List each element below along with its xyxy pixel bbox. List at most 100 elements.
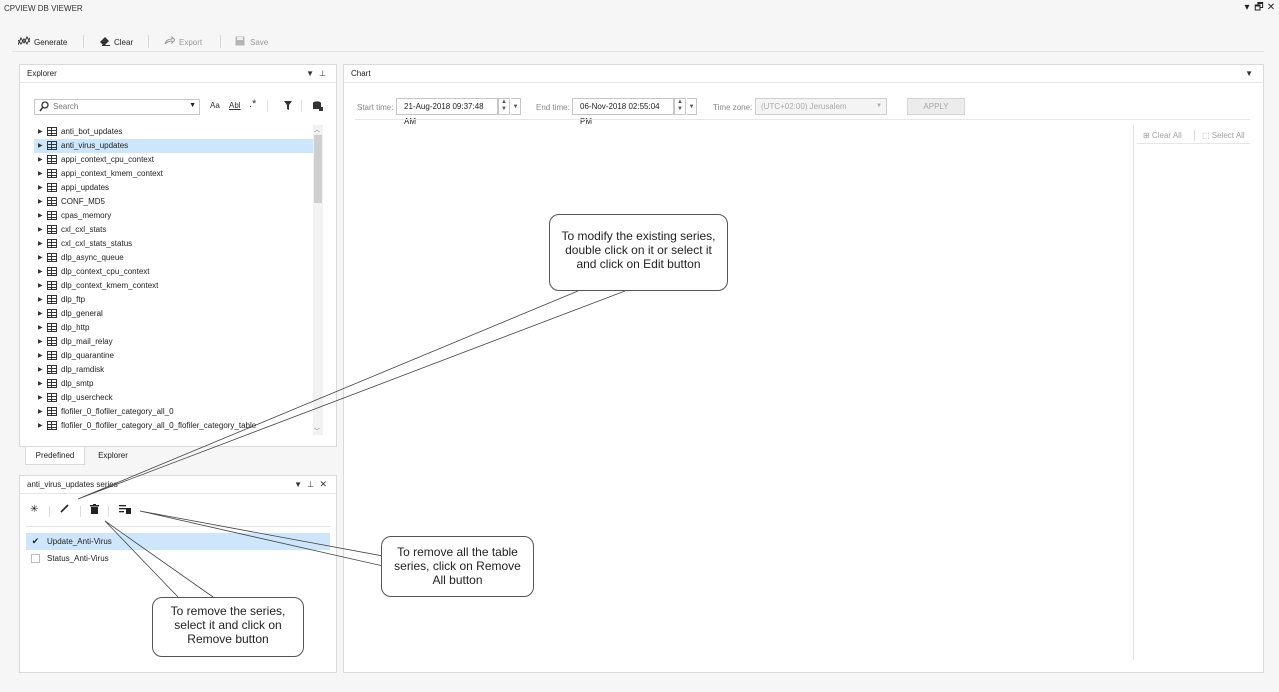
series-item[interactable]: Status_Anti-Virus	[26, 550, 330, 567]
end-time-spinner[interactable]: ▲▼	[674, 98, 686, 115]
close-panel-icon[interactable]: ✕	[319, 479, 327, 489]
expand-arrow-icon[interactable]: ▶	[38, 311, 43, 317]
generate-button[interactable]: Generate	[17, 35, 67, 49]
expand-arrow-icon[interactable]: ▶	[38, 227, 43, 233]
time-zone-select[interactable]: (UTC+02:00) Jerusalem ▼	[755, 98, 887, 115]
tree-item[interactable]: ▶ dlp_general	[34, 307, 314, 321]
expand-arrow-icon[interactable]: ▶	[38, 297, 43, 303]
tree-item[interactable]: ▶dlp_quarantine	[34, 349, 314, 363]
tree-item[interactable]: ▶anti_bot_updates	[34, 125, 314, 139]
expand-arrow-icon[interactable]: ▶	[38, 213, 43, 219]
tree-item[interactable]: ▶appi_context_kmem_context	[34, 167, 314, 181]
expand-arrow-icon[interactable]: ▶	[38, 143, 43, 149]
clear-all-button[interactable]: ⊞ Clear All	[1143, 131, 1182, 140]
tree-item[interactable]: ▶dlp_async_queue	[34, 251, 314, 265]
remove-all-series-icon[interactable]	[119, 504, 131, 517]
tree-item[interactable]: ▶dlp_ramdisk	[34, 363, 314, 377]
tree-item[interactable]: ▶dlp_http	[34, 321, 314, 335]
end-time-dropdown-icon[interactable]: ▼	[687, 98, 697, 115]
panel-menu-icon[interactable]: ▼	[306, 69, 314, 78]
search-dropdown-icon[interactable]: ▼	[189, 102, 196, 109]
series-checkbox[interactable]	[31, 554, 40, 563]
export-icon	[163, 35, 176, 49]
add-series-icon[interactable]: ✳	[30, 504, 39, 515]
series-checkbox[interactable]: ✔	[31, 536, 40, 546]
app-title: CPVIEW DB VIEWER	[4, 4, 83, 13]
expand-arrow-icon[interactable]: ▶	[38, 269, 43, 275]
expand-arrow-icon[interactable]: ▶	[38, 353, 43, 359]
expand-arrow-icon[interactable]: ▶	[38, 395, 43, 401]
tree-scrollbar[interactable]: ︿ ﹀	[313, 125, 323, 435]
expand-arrow-icon[interactable]: ▶	[38, 423, 43, 429]
tree-item-label: dlp_general	[61, 309, 103, 318]
search-input[interactable]	[53, 102, 183, 111]
pin-icon[interactable]: ⊥	[307, 480, 314, 489]
panel-menu-icon[interactable]: ▼	[294, 480, 302, 489]
expand-arrow-icon[interactable]: ▶	[38, 255, 43, 261]
start-time-field[interactable]: 21-Aug-2018 09:37:48 AM	[396, 98, 498, 126]
toolbar-divider	[220, 35, 221, 48]
toolbar-divider	[83, 35, 84, 48]
chart-menu-icon[interactable]: ▼	[1245, 69, 1253, 78]
select-all-button[interactable]: ⬚ Select All	[1202, 131, 1245, 140]
chart-title: Chart	[351, 69, 371, 78]
tree-item[interactable]: ▶flofiler_0_flofiler_category_all_0	[34, 405, 314, 419]
series-item[interactable]: ✔Update_Anti-Virus	[26, 533, 330, 550]
expand-arrow-icon[interactable]: ▶	[38, 157, 43, 163]
expand-arrow-icon[interactable]: ▶	[38, 199, 43, 205]
search-box[interactable]: ▼	[34, 99, 200, 115]
expand-arrow-icon[interactable]: ▶	[38, 171, 43, 177]
save-button[interactable]: Save	[234, 35, 268, 49]
tab-predefined[interactable]: Predefined	[25, 447, 85, 465]
expand-arrow-icon[interactable]: ▶	[38, 185, 43, 191]
tree-item[interactable]: ▶dlp_mail_relay	[34, 335, 314, 349]
remove-series-icon[interactable]	[90, 504, 99, 517]
tree-item[interactable]: ▶anti_virus_updates	[34, 139, 314, 153]
tree-item-label: dlp_context_kmem_context	[61, 281, 159, 290]
tree-item[interactable]: ▶dlp_context_cpu_context	[34, 265, 314, 279]
match-word-icon[interactable]: Abl	[229, 101, 241, 110]
start-time-dropdown-icon[interactable]: ▼	[511, 98, 521, 115]
tree-item[interactable]: ▶ dlp_context_kmem_context	[34, 279, 314, 293]
match-case-icon[interactable]: Aa	[210, 101, 220, 110]
filter-icon[interactable]	[284, 101, 292, 112]
tree-item[interactable]: ▶CONF_MD5	[34, 195, 314, 209]
tree-item[interactable]: ▶cxl_cxl_stats_status	[34, 237, 314, 251]
scroll-up-icon[interactable]: ︿	[314, 128, 321, 134]
tree-scroll-thumb[interactable]	[314, 135, 322, 203]
restore-window-icon[interactable]: 🗗	[1254, 2, 1264, 13]
edit-series-icon[interactable]	[60, 504, 69, 516]
tree-item[interactable]: ▶dlp_ftp	[34, 293, 314, 307]
expand-arrow-icon[interactable]: ▶	[38, 325, 43, 331]
tree-item[interactable]: ▶dlp_smtp	[34, 377, 314, 391]
start-time-spinner[interactable]: ▲▼	[498, 98, 510, 115]
expand-arrow-icon[interactable]: ▶	[38, 367, 43, 373]
expand-arrow-icon[interactable]: ▶	[38, 381, 43, 387]
expand-arrow-icon[interactable]: ▶	[38, 129, 43, 135]
tree-item[interactable]: ▶dlp_usercheck	[34, 391, 314, 405]
save-label: Save	[250, 37, 269, 47]
window-menu-icon[interactable]: ▾	[1244, 2, 1250, 13]
explorer-title: Explorer	[27, 69, 57, 78]
tree-item[interactable]: ▶cxl_cxl_stats	[34, 223, 314, 237]
close-window-icon[interactable]: ✕	[1266, 2, 1276, 13]
expand-arrow-icon[interactable]: ▶	[38, 283, 43, 289]
end-time-field[interactable]: 06-Nov-2018 02:55:04 PM	[572, 98, 674, 126]
tree-item[interactable]: ▶appi_context_cpu_context	[34, 153, 314, 167]
expand-arrow-icon[interactable]: ▶	[38, 339, 43, 345]
clear-button[interactable]: Clear	[98, 35, 133, 49]
main-toolbar: Generate Clear Export Save	[12, 30, 1264, 52]
apply-button[interactable]: APPLY	[907, 98, 965, 115]
tab-explorer[interactable]: Explorer	[98, 451, 128, 460]
regex-icon[interactable]: .*	[249, 98, 257, 110]
expand-arrow-icon[interactable]: ▶	[38, 241, 43, 247]
tree-item[interactable]: ▶flofiler_0_flofiler_category_all_0_flof…	[34, 419, 314, 433]
table-icon	[47, 253, 57, 262]
export-button[interactable]: Export	[163, 35, 202, 49]
pin-icon[interactable]: ⊥	[319, 69, 326, 78]
scroll-down-icon[interactable]: ﹀	[314, 429, 321, 435]
tree-item[interactable]: ▶cpas_memory	[34, 209, 314, 223]
tree-item[interactable]: ▶appi_updates	[34, 181, 314, 195]
database-icon[interactable]	[313, 101, 323, 113]
expand-arrow-icon[interactable]: ▶	[38, 409, 43, 415]
